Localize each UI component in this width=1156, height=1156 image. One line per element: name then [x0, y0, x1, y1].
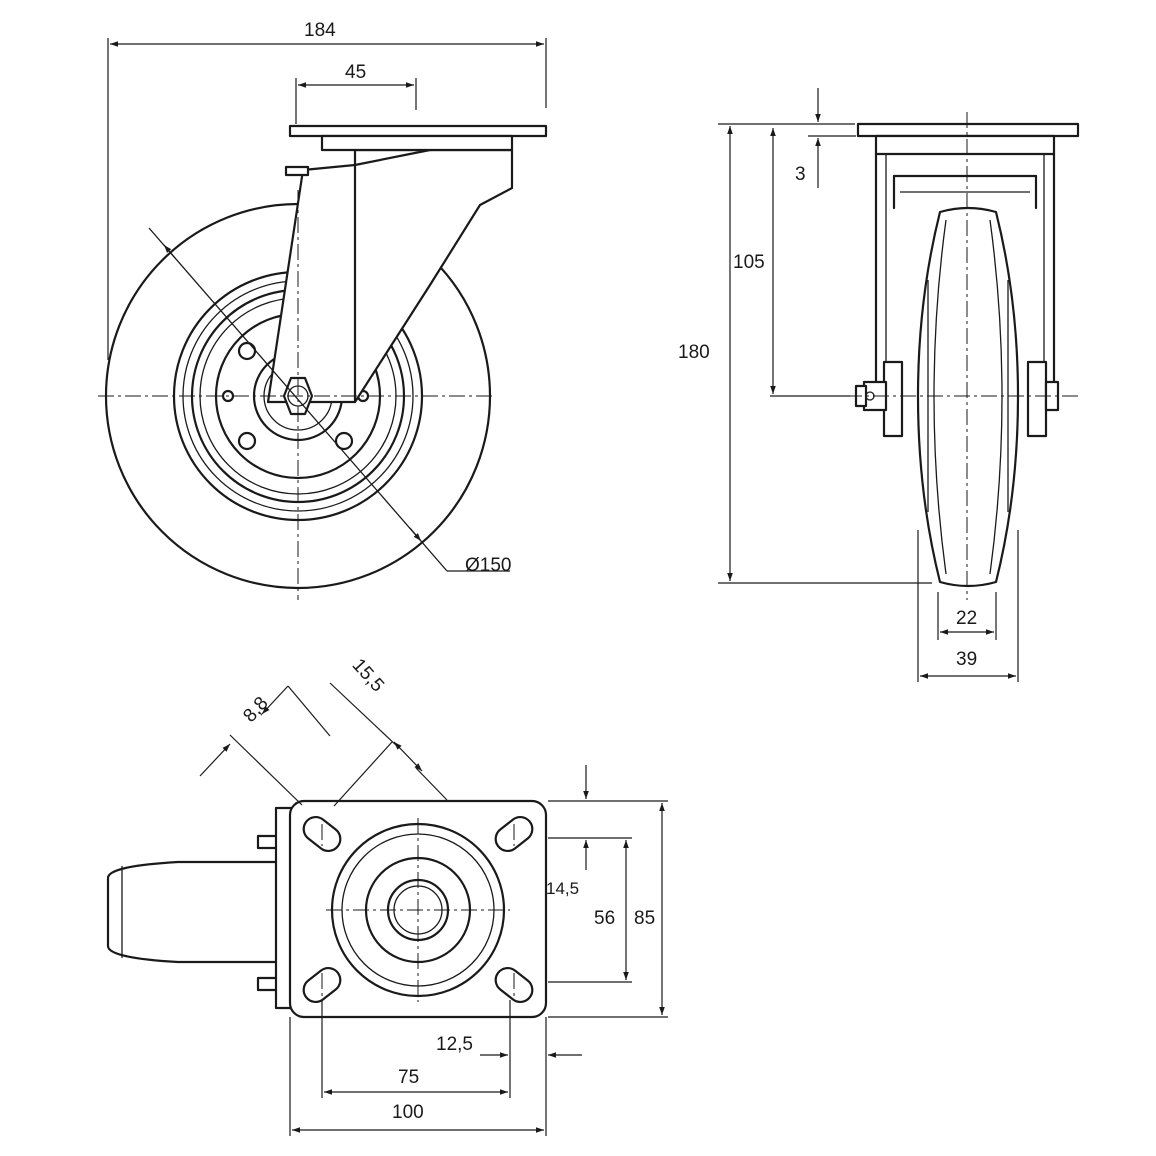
dim-total-height: 180: [678, 342, 710, 363]
dim-plate-thickness: 3: [795, 164, 806, 185]
dim-hole-spacing-x: 75: [398, 1067, 419, 1088]
dim-hole-spacing-y: 56: [594, 908, 615, 929]
side-view: Ø150 184 45: [98, 20, 548, 600]
dim-plate-height: 85: [634, 908, 655, 929]
dim-slot-width: 8,8: [239, 693, 272, 727]
dim-wheel-width: 39: [956, 649, 977, 670]
dim-hub-width: 22: [956, 608, 977, 629]
dim-plate-width: 100: [392, 1102, 424, 1123]
dim-wheel-diameter: Ø150: [465, 555, 511, 576]
bottom-view: 8,8 15,5 14,5 56 85 12,5 75 10: [106, 655, 668, 1136]
dim-plate-offset: 45: [345, 62, 366, 83]
dim-axle-height: 105: [733, 252, 765, 273]
dim-slot-offset-y: 14,5: [546, 879, 579, 898]
dim-slot-offset-x: 12,5: [436, 1034, 473, 1055]
front-view: 180 105 3 22 39: [678, 88, 1080, 682]
dim-overall-width: 184: [304, 20, 336, 41]
dim-slot-length: 15,5: [348, 655, 388, 697]
